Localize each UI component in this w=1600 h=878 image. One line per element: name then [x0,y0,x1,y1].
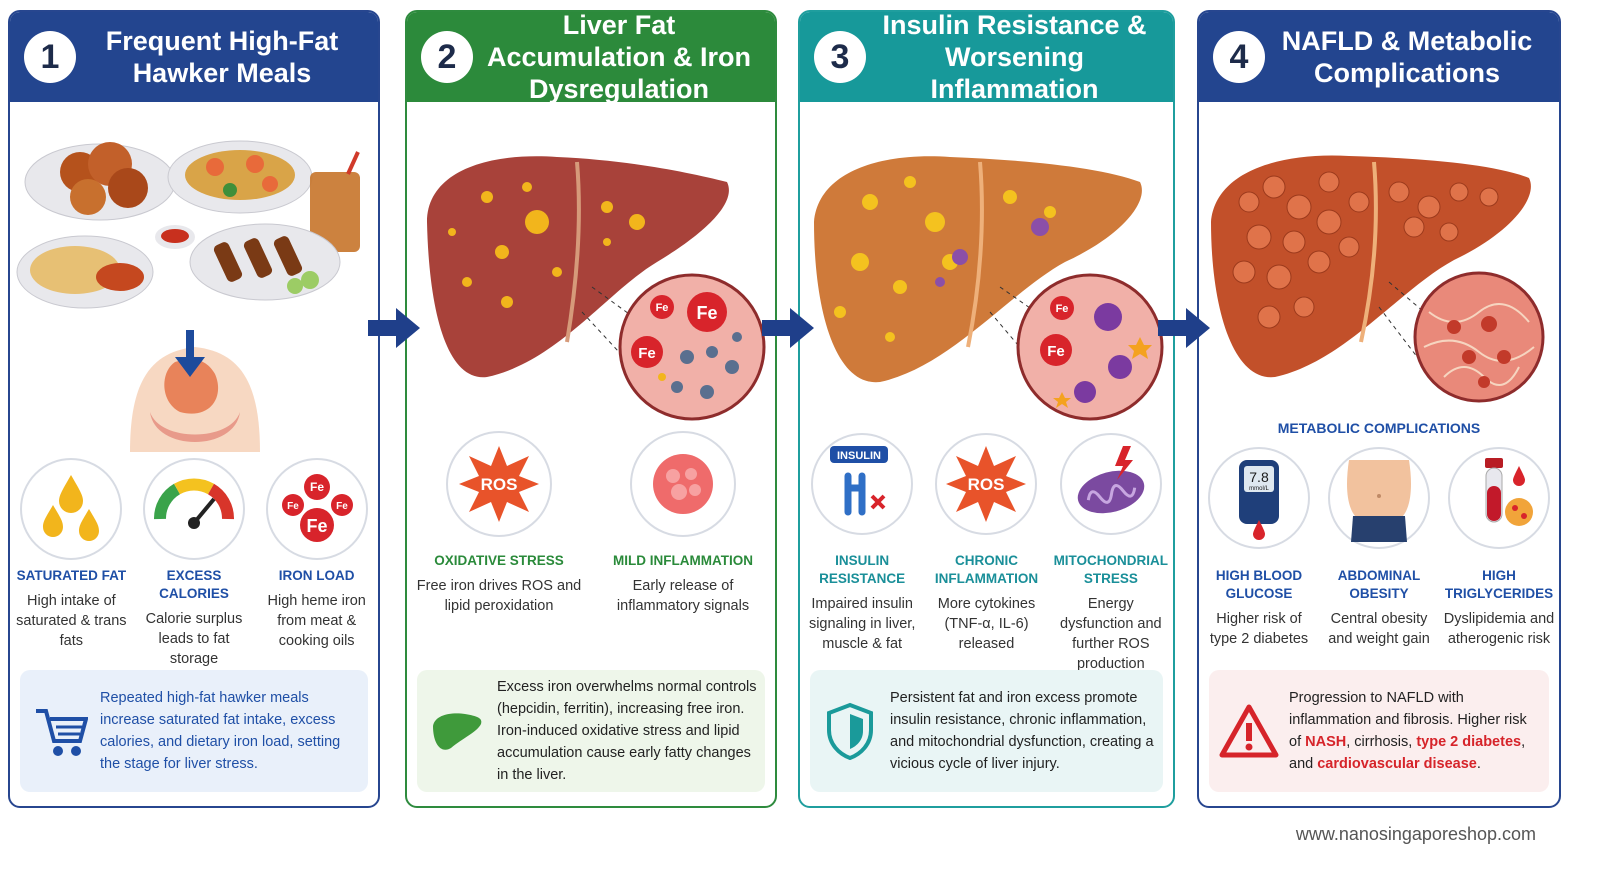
svg-text:Fe: Fe [1056,303,1069,315]
footer-url: www.nanosingaporeshop.com [1295,824,1536,844]
liver-icon [433,713,482,750]
svg-text:Fe: Fe [696,303,717,323]
blood-tube-icon [1448,447,1550,549]
svg-text:ROS: ROS [481,475,518,494]
section-label: METABOLIC COMPLICATIONS [1277,420,1481,436]
svg-text:Fe: Fe [1047,343,1065,360]
highlight-diabetes: type 2 diabetes [1416,734,1522,750]
step-number: 2 [421,31,473,83]
panel-1: 1 Frequent High-Fat Hawker Meals [8,10,380,808]
svg-text:INSULIN: INSULIN [837,450,881,462]
fatty-liver-illustration: Fe Fe Fe [427,156,766,421]
shield-icon [827,702,873,760]
svg-text:Fe: Fe [336,501,348,512]
summary-text: Progression to NAFLD with inflammation a… [1289,690,1527,772]
summary-note: Repeated high-fat hawker meals increase … [20,670,368,792]
ros-burst-icon: ROS [446,431,552,537]
panel-header: 3 Insulin Resistance & Worsening Inflamm… [800,10,1173,104]
gauge-icon [143,458,245,560]
highlight-nash: NASH [1305,734,1347,750]
svg-text:ROS: ROS [968,475,1005,494]
inflamed-liver-illustration: Fe Fe [814,156,1164,421]
step-number: 1 [24,31,76,83]
svg-text:Fe: Fe [656,302,669,314]
warning-icon [1219,704,1279,758]
hawker-meals-illustration [16,140,360,452]
svg-text:Fe: Fe [306,516,327,536]
arrow-right-icon [762,308,814,348]
panel-header: 1 Frequent High-Fat Hawker Meals [10,12,378,102]
icon-row: INSULIN ROS [800,432,1173,536]
panel-header: 2 Liver Fat Accumulation & Iron Dysregul… [407,10,775,104]
panel-2: 2 Liver Fat Accumulation & Iron Dysregul… [405,10,777,808]
summary-note: Persistent fat and iron excess promote i… [810,670,1163,792]
panel-title: Insulin Resistance & Worsening Inflammat… [882,10,1147,104]
summary-note: Progression to NAFLD with inflammation a… [1209,670,1549,792]
summary-text: Persistent fat and iron excess promote i… [890,690,1154,772]
svg-text:mmol/L: mmol/L [1249,486,1269,492]
svg-text:Fe: Fe [310,480,324,494]
shopping-cart-icon [36,709,88,756]
panel-title: Frequent High-Fat Hawker Meals [105,26,339,88]
cirrhotic-liver-illustration [1211,155,1545,403]
mitochondria-icon [1059,433,1162,535]
ros-burst-icon: ROS [935,433,1038,535]
iron-load-icon: Fe Fe Fe Fe [265,458,368,560]
step-number: 4 [1213,31,1265,83]
icon-row: ROS [407,430,775,538]
summary-text: Repeated high-fat hawker meals increase … [100,690,341,772]
icon-row: 7.8 mmol/L [1199,446,1559,550]
panel-title: NAFLD & Metabolic Complications [1281,26,1533,88]
svg-text:Fe: Fe [287,501,299,512]
icon-row: Fe Fe Fe Fe [10,457,378,561]
panel-header: 4 NAFLD & Metabolic Complications [1199,12,1559,102]
insulin-receptor-icon: INSULIN [811,433,914,535]
glucose-meter-icon: 7.8 mmol/L [1208,447,1310,549]
arrow-right-icon [1158,308,1210,348]
highlight-cardiovascular: cardiovascular disease [1317,756,1477,772]
abdomen-icon [1328,447,1430,549]
svg-text:7.8: 7.8 [1249,469,1269,485]
summary-text: Excess iron overwhelms normal controls (… [497,679,757,783]
panel-3: 3 Insulin Resistance & Worsening Inflamm… [798,10,1175,808]
arrow-right-icon [368,308,420,348]
svg-text:Fe: Fe [638,345,656,362]
summary-note: Excess iron overwhelms normal controls (… [417,670,765,792]
panel-4: 4 NAFLD & Metabolic Complications METABO… [1197,10,1561,808]
inflammation-cell-icon [630,431,736,537]
oil-drops-icon [20,458,123,560]
panel-title: Liver Fat Accumulation & Iron Dysregulat… [486,10,751,104]
step-number: 3 [814,31,866,83]
